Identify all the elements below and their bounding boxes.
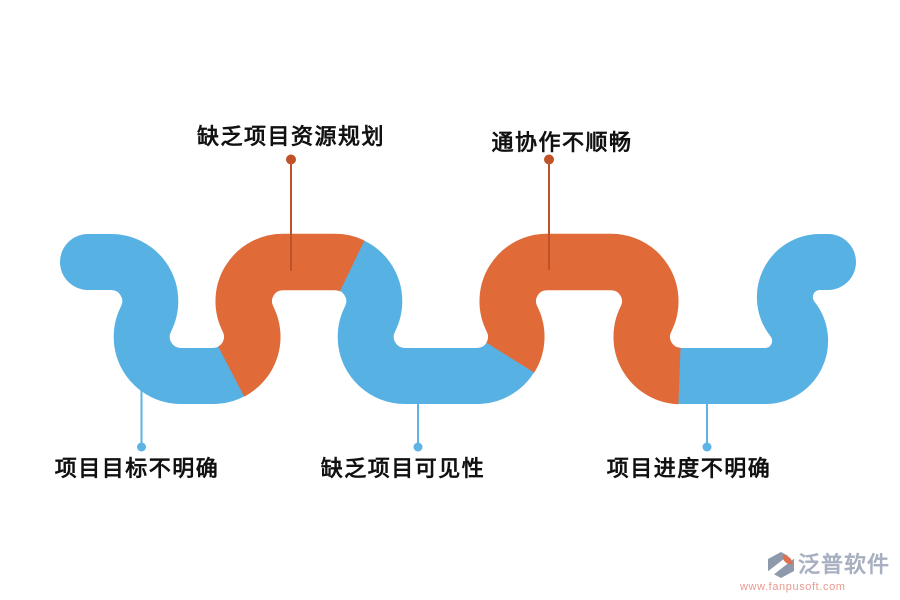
watermark-url: www.fanpusoft.com [740,581,846,593]
dot-visibility [413,442,423,452]
label-goal-unclear: 项目目标不明确 [54,456,220,481]
wave-blue-ribbon [60,233,856,405]
label-collaboration-not-smooth: 通协作不顺畅 [491,130,633,155]
dot-resource [286,154,296,165]
label-progress-unclear: 项目进度不明确 [606,456,772,481]
watermark-brand: 泛普软件 [797,552,890,577]
dot-goal [137,442,146,452]
watermark: 泛普软件 www.fanpusoft.com [740,551,890,593]
dot-collaboration [544,154,554,165]
fanpu-logo-icon [765,551,796,579]
label-lack-resource-planning: 缺乏项目资源规划 [196,124,386,149]
bottom-leader-dots [137,442,712,452]
top-leader-lines [286,154,554,271]
dot-progress [702,442,712,452]
label-lack-visibility: 缺乏项目可见性 [320,456,486,481]
